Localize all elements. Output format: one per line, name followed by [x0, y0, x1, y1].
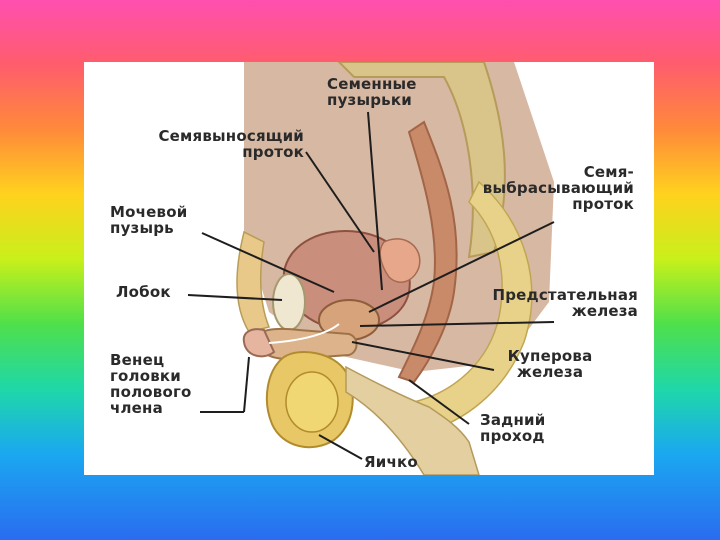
diagram-panel: Семенные пузырьки Семявыносящий проток С…	[84, 62, 654, 475]
label-ejaculatory-duct: Семя- выбрасывающий проток	[444, 164, 634, 212]
label-anus: Задний проход	[480, 412, 545, 444]
leader-testicle	[319, 435, 362, 459]
label-vas-deferens: Семявыносящий проток	[132, 128, 304, 160]
label-glans-corona: Венец головки полового члена	[110, 352, 192, 416]
leader-glans-corona-b	[244, 357, 249, 412]
testis	[286, 372, 338, 432]
label-prostate: Предстательная железа	[450, 287, 638, 319]
label-cowper-gland: Куперова железа	[490, 348, 610, 380]
pubic-bone	[273, 274, 305, 330]
label-pubis: Лобок	[116, 284, 171, 300]
label-testicle: Яичко	[364, 454, 418, 470]
label-bladder: Мочевой пузырь	[110, 204, 187, 236]
label-seminal-vesicles: Семенные пузырьки	[327, 76, 417, 108]
